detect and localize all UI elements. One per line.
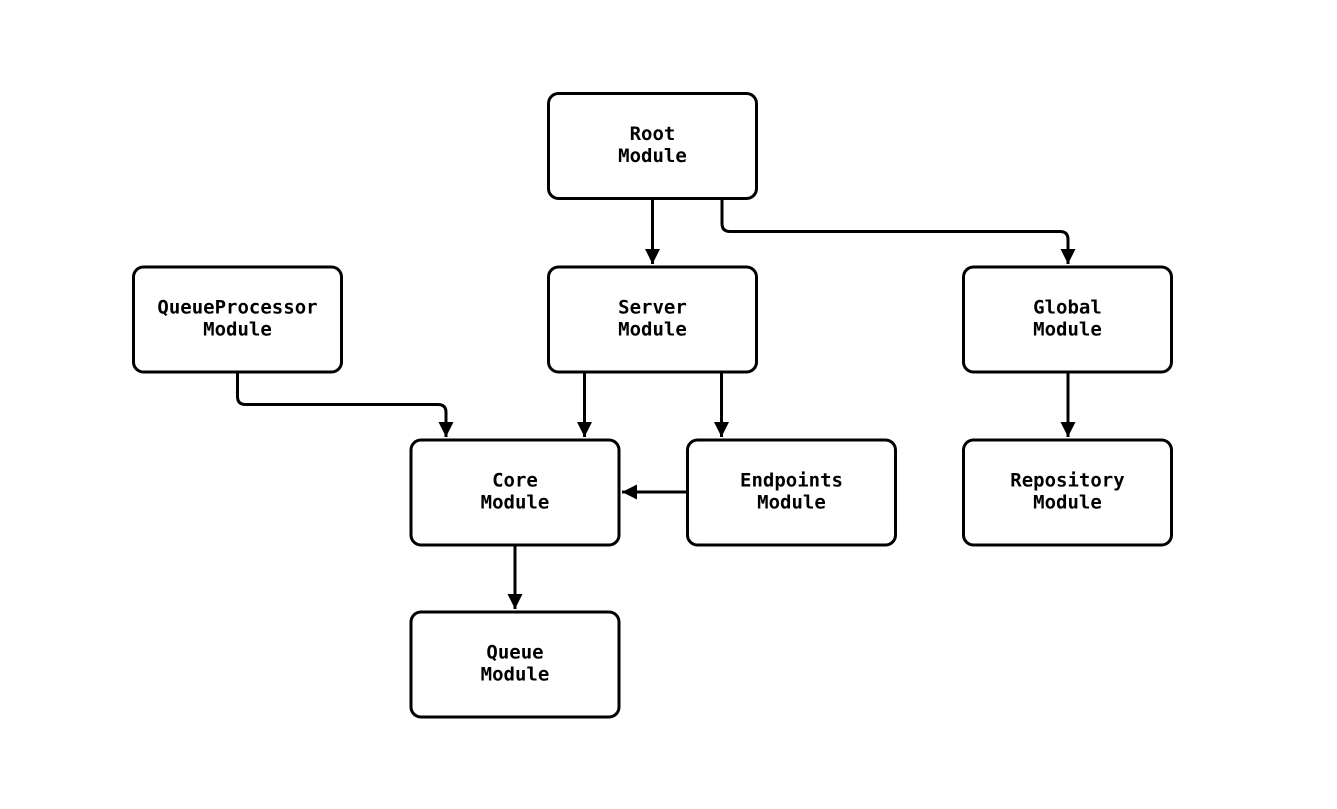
node-queueprocessor-box [132,265,343,374]
node-server-box [547,265,758,374]
node-root-box [547,92,758,200]
edge-queueprocessor-to-core [236,372,454,437]
edges-layer [236,198,1076,609]
node-repository-box [962,438,1173,547]
node-core-box [409,438,621,547]
node-global-box [962,265,1173,374]
node-queue-box [409,610,621,719]
node-endpoints-box [686,438,897,547]
edge-root-to-global [720,198,1076,264]
